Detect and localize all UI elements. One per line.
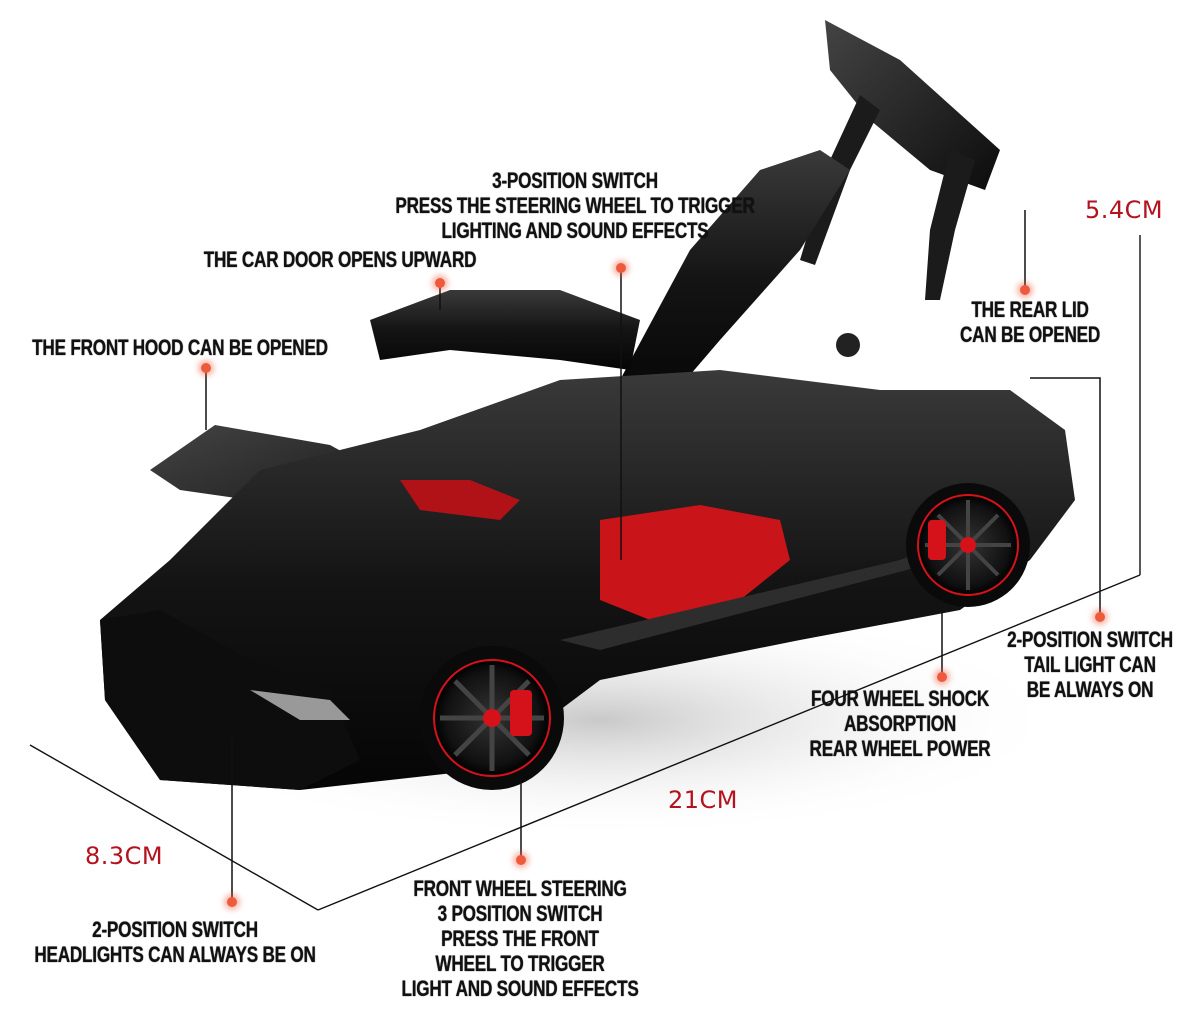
callout-headlights: 2-POSITION SWITCH HEADLIGHTS CAN ALWAYS … [23,917,327,967]
marker-dot-rear-lid [1020,285,1030,295]
callout-line: FOUR WHEEL SHOCK [810,686,990,711]
callout-line: THE CAR DOOR OPENS UPWARD [203,247,477,272]
headlight [250,690,350,720]
callout-line: LIGHTING AND SOUND EFFECTS [441,218,709,243]
callout-line: THE REAR LID [971,297,1089,322]
callout-line: PRESS THE FRONT [441,926,599,951]
opened-doors [370,150,860,410]
callout-line: 3-POSITION SWITCH [492,168,658,193]
callout-front-hood: THE FRONT HOOD CAN BE OPENED [16,335,344,360]
callout-door: THE CAR DOOR OPENS UPWARD [184,247,496,272]
dimension-width: 8.3CM [85,842,164,870]
rear-wheel [906,483,1030,607]
leader-lines [205,210,1101,900]
dimension-height: 5.4CM [1085,196,1164,224]
callout-line: CAN BE OPENED [960,322,1100,347]
dimension-lines [29,235,1141,911]
marker-dot-front-hood [201,363,211,373]
callout-line: BE ALWAYS ON [1026,677,1154,702]
side-skirt [560,540,950,650]
marker-dot-front-wheel [516,855,526,865]
callout-shock-absorption: FOUR WHEEL SHOCK ABSORPTION REAR WHEEL P… [799,686,1002,761]
marker-dot-tail-light [1095,612,1105,622]
callout-front-wheel: FRONT WHEEL STEERING 3 POSITION SWITCH P… [395,876,645,1001]
marker-dot-headlights [227,897,237,907]
red-interior [600,505,790,620]
red-seat [400,480,520,520]
car-body [100,370,1075,790]
callout-line: 2-POSITION SWITCH [1007,627,1173,652]
callout-line: 3 POSITION SWITCH [437,901,603,926]
marker-dot-door [435,278,445,288]
front-wheel [420,646,564,790]
callout-rear-lid: THE REAR LID CAN BE OPENED [944,297,1116,347]
callout-steering-switch: 3-POSITION SWITCH PRESS THE STEERING WHE… [349,168,801,243]
front-bumper [100,610,360,790]
callout-line: LIGHT AND SOUND EFFECTS [401,976,639,1001]
callout-line: REAR WHEEL POWER [809,736,991,761]
marker-dot-steering [616,263,626,273]
callout-line: 2-POSITION SWITCH [92,917,258,942]
callout-line: HEADLIGHTS CAN ALWAYS BE ON [34,942,316,967]
callout-line: FRONT WHEEL STEERING [413,876,627,901]
callout-line: THE FRONT HOOD CAN BE OPENED [32,335,328,360]
callout-line: WHEEL TO TRIGGER [435,951,605,976]
callout-line: PRESS THE STEERING WHEEL TO TRIGGER [395,193,755,218]
callout-line: TAIL LIGHT CAN [1024,652,1156,677]
marker-dot-shock [937,672,947,682]
dimension-length: 21CM [668,786,739,814]
callout-tail-light: 2-POSITION SWITCH TAIL LIGHT CAN BE ALWA… [985,627,1196,702]
callout-line: ABSORPTION [843,711,957,736]
